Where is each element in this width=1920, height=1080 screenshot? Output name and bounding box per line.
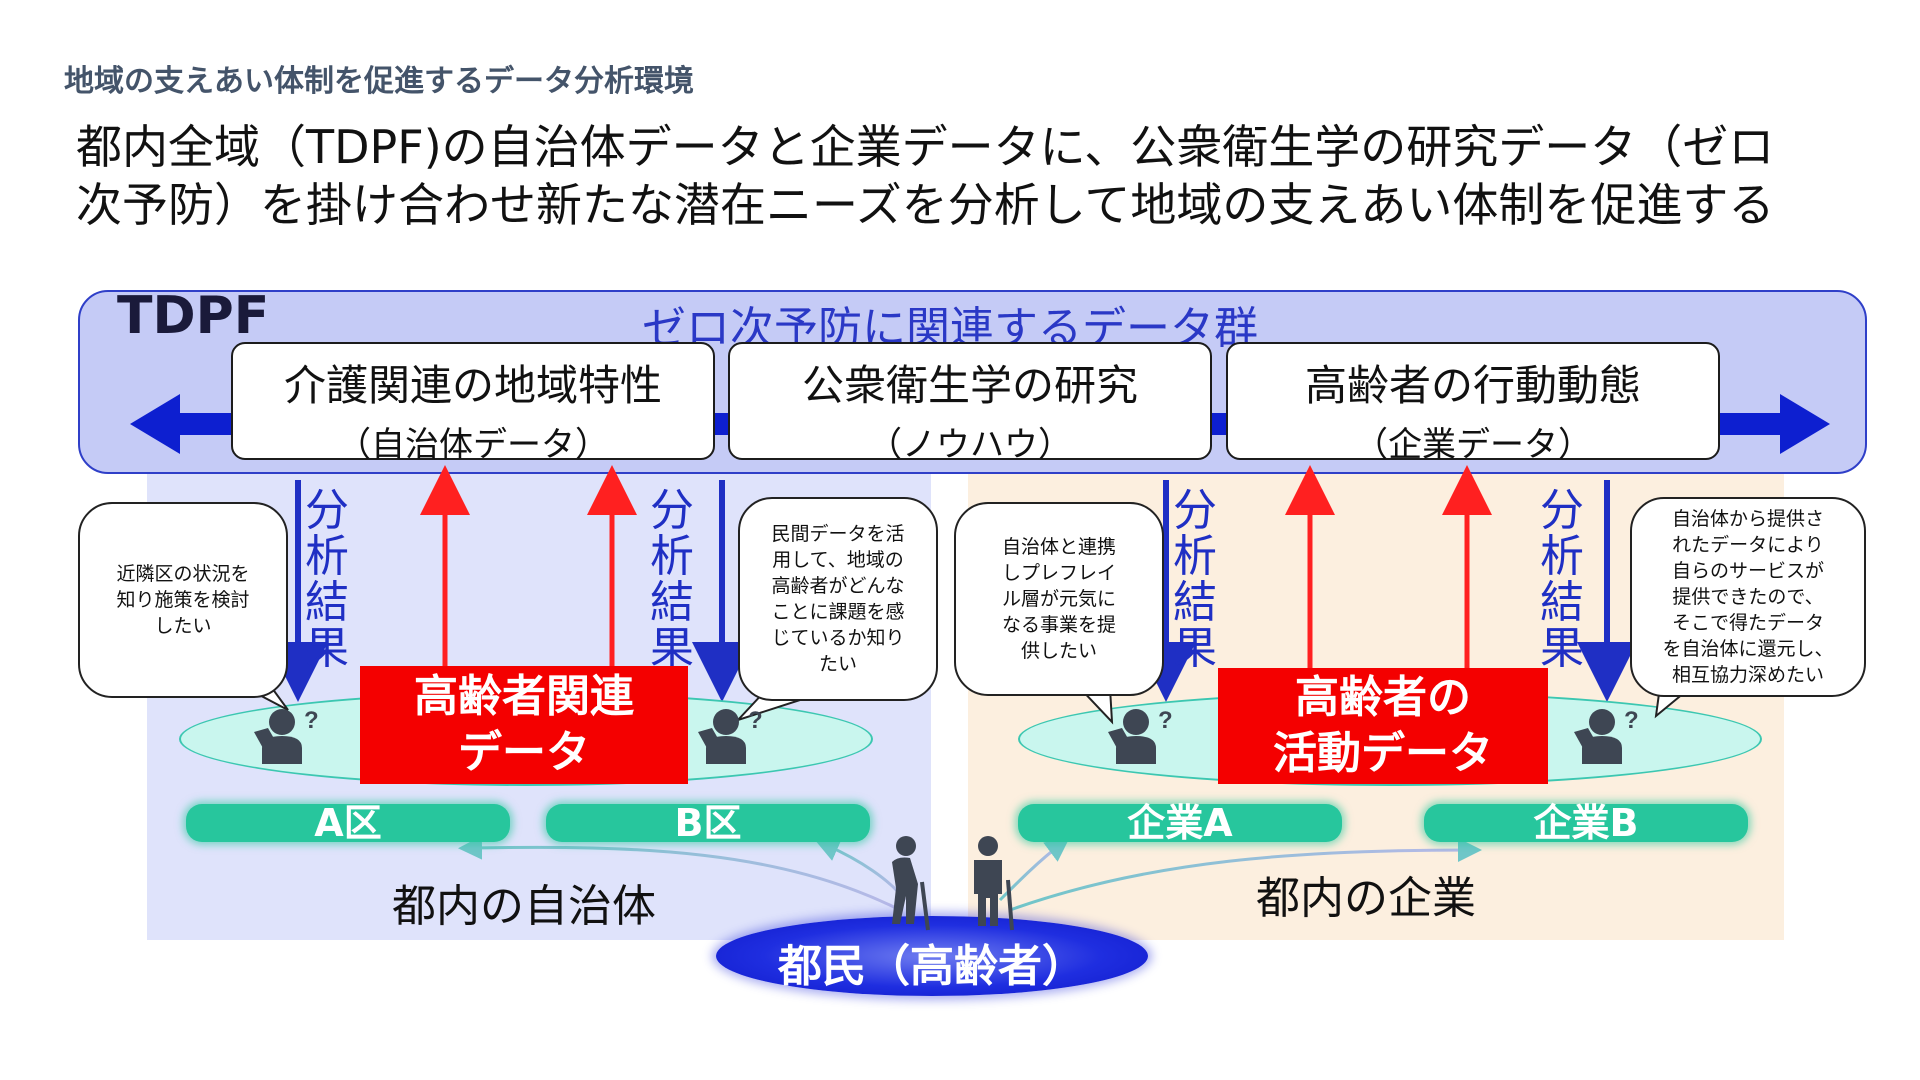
svg-text:?: ? xyxy=(304,707,319,734)
speech-bubble-ward-a: 近隣区の状況を 知り施策を検討 したい xyxy=(78,502,288,698)
municipal-data-box: 高齢者関連 データ xyxy=(360,666,688,784)
municipalities-label: 都内の自治体 xyxy=(392,881,656,932)
corporate-data-box: 高齢者の 活動データ xyxy=(1218,668,1548,784)
svg-text:?: ? xyxy=(1624,707,1639,734)
company-a-pill: 企業A xyxy=(1018,804,1342,842)
headline-line-2: 次予防）を掛け合わせ新たな潜在ニーズを分析して地域の支えあい体制を促進する xyxy=(76,178,1775,232)
category-subtitle: （自治体データ） xyxy=(337,425,609,465)
headline: 都内全域（TDPF)の自治体データと企業データに、公衆衛生学の研究データ（ゼロ … xyxy=(76,118,1876,234)
category-research-knowhow: 公衆衛生学の研究 （ノウハウ） xyxy=(728,342,1212,465)
bubble-text: 自治体と連携 しプレフレイ ル層が元気に なる事業を提 供したい xyxy=(1001,536,1116,662)
category-municipal-data: 介護関連の地域特性 （自治体データ） xyxy=(231,342,715,465)
citizen-label: 都民（高齢者） xyxy=(778,941,1086,992)
category-subtitle: （企業データ） xyxy=(1354,425,1592,465)
page-subtitle: 地域の支えあい体制を促進するデータ分析環境 xyxy=(64,64,694,99)
elderly-person-cane-icon xyxy=(892,836,930,931)
analysis-result-arrows xyxy=(268,480,1637,702)
category-corporate-data: 高齢者の行動動態 （企業データ） xyxy=(1226,342,1720,465)
person-question-icon: ? xyxy=(1108,707,1173,764)
person-question-icon: ? xyxy=(254,707,319,764)
elderly-person-cane-icon xyxy=(974,836,1014,931)
speech-bubble-company-a: 自治体と連携 しプレフレイ ル層が元気に なる事業を提 供したい xyxy=(954,502,1164,696)
analysis-result-label: 分析結果 xyxy=(1173,485,1217,674)
analysis-result-label: 分析結果 xyxy=(305,485,349,674)
category-subtitle: （ノウハウ） xyxy=(868,425,1072,465)
bubble-text: 自治体から提供さ れたデータにより 自らのサービスが 提供できたので、 そこで得… xyxy=(1662,508,1834,686)
company-b-pill: 企業B xyxy=(1424,804,1748,842)
companies-label: 都内の企業 xyxy=(1256,873,1476,924)
person-question-icon: ? xyxy=(1574,707,1639,764)
person-question-icon: ? xyxy=(698,707,763,764)
category-title: 公衆衛生学の研究 xyxy=(801,361,1138,410)
ward-b-pill: B区 xyxy=(546,804,870,842)
headline-line-1: 都内全域（TDPF)の自治体データと企業データに、公衆衛生学の研究データ（ゼロ xyxy=(76,120,1775,174)
analysis-result-label: 分析結果 xyxy=(1540,485,1584,674)
ward-a-pill: A区 xyxy=(186,804,510,842)
tdpf-label: TDPF xyxy=(117,286,270,346)
analysis-result-label: 分析結果 xyxy=(650,485,694,674)
data-upload-arrows xyxy=(420,465,1492,672)
bubble-text: 民間データを活 用して、地域の 高齢者がどんな ことに課題を感 じているか知り … xyxy=(771,523,905,675)
citizen-connectors xyxy=(458,835,1482,912)
speech-bubble-company-b: 自治体から提供さ れたデータにより 自らのサービスが 提供できたので、 そこで得… xyxy=(1630,497,1866,697)
category-title: 高齢者の行動動態 xyxy=(1304,361,1641,410)
speech-bubble-ward-b: 民間データを活 用して、地域の 高齢者がどんな ことに課題を感 じているか知り … xyxy=(738,497,938,701)
citizen-ellipse xyxy=(716,916,1148,996)
bubble-text: 近隣区の状況を 知り施策を検討 したい xyxy=(116,563,250,637)
svg-text:?: ? xyxy=(1158,707,1173,734)
svg-text:?: ? xyxy=(748,707,763,734)
category-title: 介護関連の地域特性 xyxy=(283,361,662,410)
